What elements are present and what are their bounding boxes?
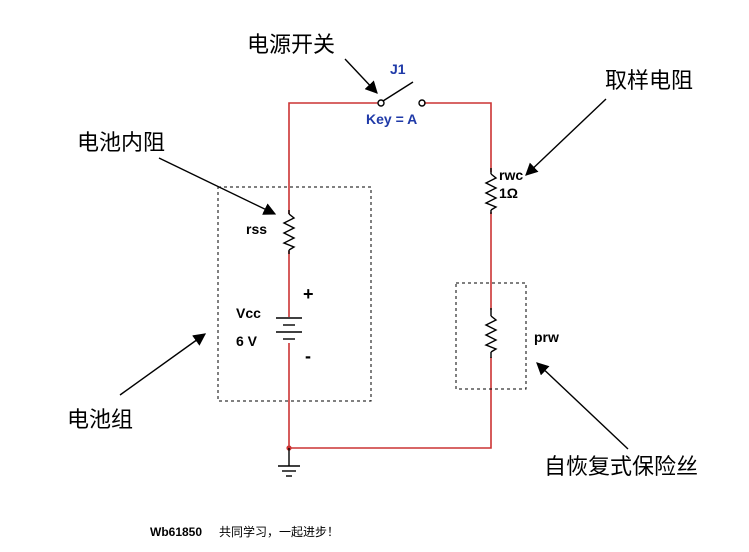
resistor-prw: prw <box>484 308 559 358</box>
rwc-value-label: 1Ω <box>499 185 518 201</box>
battery-ref-label: Vcc <box>236 305 261 321</box>
label-resettable-fuse: 自恢复式保险丝 <box>544 455 698 480</box>
wire-top-left <box>288 102 378 214</box>
label-battery-internal-resistance: 电池内阻 <box>77 131 165 156</box>
rwc-ref-label: rwc <box>499 167 523 183</box>
wire-right-bottom <box>289 357 492 449</box>
footer-id: Wb61850 <box>150 525 202 539</box>
label-battery-pack: 电池组 <box>67 408 133 433</box>
footer: Wb61850 共同学习，一起进步！ <box>150 524 339 539</box>
ground-symbol <box>278 448 300 477</box>
arrow-sampling-resistor <box>525 98 607 176</box>
resistor-rwc: rwc 1Ω <box>484 167 523 214</box>
arrow-battery-resistance <box>158 157 277 215</box>
rss-ref-label: rss <box>246 221 267 237</box>
switch-key-label: Key = A <box>366 111 417 127</box>
arrow-battery-pack <box>119 333 207 396</box>
label-power-switch: 电源开关 <box>247 33 335 58</box>
resistor-rss: rss <box>246 210 296 254</box>
battery-minus-sign: - <box>305 346 311 366</box>
power-switch-j1: J1 Key = A <box>366 61 426 127</box>
battery-pack-box <box>217 186 372 402</box>
arrow-power-switch <box>344 58 378 94</box>
arrow-resettable-fuse <box>536 362 629 450</box>
battery-plus-sign: + <box>303 284 314 304</box>
wire-top-right <box>424 102 492 172</box>
footer-text: 共同学习，一起进步！ <box>219 524 339 539</box>
battery-vcc: Vcc 6 V + - <box>236 284 314 366</box>
switch-ref-label: J1 <box>390 61 406 77</box>
battery-value-label: 6 V <box>236 333 258 349</box>
prw-ref-label: prw <box>534 329 559 345</box>
fuse-box <box>455 282 527 390</box>
label-sampling-resistor: 取样电阻 <box>605 69 693 94</box>
wires <box>286 102 492 451</box>
